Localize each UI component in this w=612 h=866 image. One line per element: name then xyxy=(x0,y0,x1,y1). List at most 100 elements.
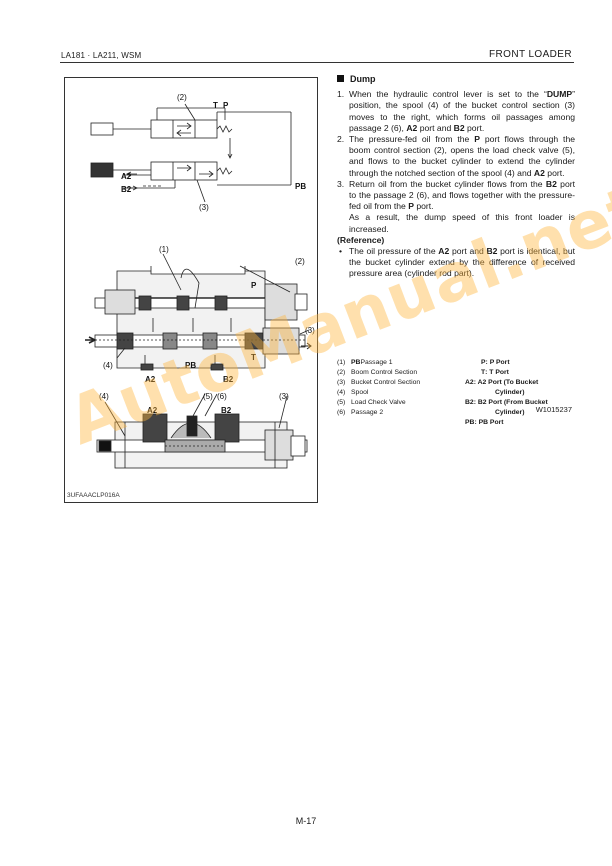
hydraulic-diagram-figure: (2) T P A2 B2 PB (3) xyxy=(64,77,318,503)
figure-code: 3UFAAACLP016A xyxy=(67,492,120,499)
legend-port: A2 : A2 Port (To Bucket xyxy=(465,378,577,388)
schematic xyxy=(90,103,292,203)
step-2-number: 2. xyxy=(337,134,345,145)
step-1-text-b: ” position, the spool (4) of the bucket … xyxy=(349,89,575,133)
fig-label-a2-mid: A2 xyxy=(145,375,156,384)
document-code: W1015237 xyxy=(535,405,572,414)
step-3-number: 3. xyxy=(337,178,345,189)
fig-label-3-mid: (3) xyxy=(305,326,315,335)
fig-label-t: T xyxy=(213,101,218,110)
fig-label-b2-bottom: B2 xyxy=(221,406,232,415)
bullet-icon: • xyxy=(339,246,343,257)
legend-text: Passage 1 xyxy=(360,359,393,366)
legend-port-cont: Cylinder) xyxy=(465,388,577,398)
step-3-text-c: port. xyxy=(413,201,434,212)
fig-label-2-mid: (2) xyxy=(295,257,305,266)
fig-label-t-mid: T xyxy=(251,353,256,362)
port-key: A2 xyxy=(465,379,474,386)
legend-item: (2) Boom Control Section xyxy=(337,368,465,378)
legend-num: (4) xyxy=(337,389,346,396)
step-2-p: P xyxy=(474,134,480,145)
legend-text: Spool xyxy=(351,389,369,396)
legend-num: (5) xyxy=(337,399,346,406)
port-key: PB xyxy=(465,419,475,426)
legend-port: PB : PB Port xyxy=(465,418,577,428)
legend-text: Bucket Control Section xyxy=(351,379,421,386)
legend-ports: P : P Port T : T Port A2 : A2 Port (To B… xyxy=(465,358,577,428)
fig-label-3-top: (3) xyxy=(199,203,209,212)
step-1-text-a: When the hydraulic control lever is set … xyxy=(349,89,547,100)
legend-text: Passage 2 xyxy=(351,409,384,416)
step-2: 2. The pressure-fed oil from the P port … xyxy=(337,134,575,179)
port-text: : A2 Port (To Bucket xyxy=(473,379,539,386)
legend-port: T : T Port xyxy=(465,368,577,378)
legend-text: Boom Control Section xyxy=(351,369,418,376)
step-2-text-a: The pressure-fed oil from the xyxy=(349,134,475,145)
square-bullet-icon xyxy=(337,75,344,82)
header-section-title: FRONT LOADER xyxy=(489,49,572,60)
legend-item: (4) Spool xyxy=(337,388,465,398)
fig-label-a2: A2 xyxy=(121,172,132,181)
step-3-text-b: port to the passage 2 (6), and flows tog… xyxy=(349,178,575,212)
legend-num: (2) xyxy=(337,369,346,376)
legend-port: B2 : B2 Port (From Bucket xyxy=(465,398,577,408)
fig-label-p-mid: P xyxy=(251,281,257,290)
legend-text: Load Check Valve xyxy=(351,399,406,406)
step-3-result: As a result, the dump speed of this fron… xyxy=(349,212,575,234)
fig-label-a2-bottom: A2 xyxy=(147,406,158,415)
fig-label-b2-mid: B2 xyxy=(223,375,234,384)
step-3: 3. Return oil from the bucket cylinder f… xyxy=(337,179,575,235)
fig-label-5-bottom: (5) xyxy=(203,392,213,401)
step-1-b2: B2 xyxy=(453,122,465,133)
ref-b2: B2 xyxy=(486,246,498,257)
step-1-text-d: port. xyxy=(464,122,485,133)
step-1-number: 1. xyxy=(337,89,345,100)
fig-label-b2: B2 xyxy=(121,185,132,194)
dump-section: Dump 1. When the hydraulic control lever… xyxy=(337,74,575,280)
port-text: Cylinder) xyxy=(495,409,525,416)
reference-title: (Reference) xyxy=(337,234,385,245)
cross-section-middle xyxy=(85,253,312,371)
legend-item: (5) Load Check Valve xyxy=(337,398,465,408)
reference-note: • The oil pressure of the A2 port and B2… xyxy=(337,246,575,280)
step-3-p: P xyxy=(408,201,414,212)
section-title: Dump xyxy=(337,74,575,85)
legend-item: (6) Passage 2 xyxy=(337,408,465,418)
legend-num: (3) xyxy=(337,379,346,386)
fig-label-2-top: (2) xyxy=(177,93,187,102)
cross-section-bottom xyxy=(96,393,308,469)
port-text: : B2 Port (From Bucket xyxy=(473,399,548,406)
ref-a2: A2 xyxy=(438,246,450,257)
hydraulic-diagram-drawing: (2) T P A2 B2 PB (3) xyxy=(85,93,315,469)
ref-text-c: port is identical, but the bucket cylind… xyxy=(349,246,575,279)
legend-port-cont: Cylinder) xyxy=(465,408,577,418)
port-text: : PB Port xyxy=(474,419,504,426)
page-number: M-17 xyxy=(295,816,317,826)
step-3-b2: B2 xyxy=(545,178,557,189)
port-text: : T Port xyxy=(485,369,509,376)
step-2-text-c: port. xyxy=(544,167,565,178)
step-1-dump: DUMP xyxy=(546,89,573,100)
port-text: : P Port xyxy=(485,359,510,366)
legend-key: PB xyxy=(351,359,361,366)
ref-text-a: The oil pressure of the xyxy=(349,246,439,257)
legend-item: (3) Bucket Control Section xyxy=(337,378,465,388)
step-1: 1. When the hydraulic control lever is s… xyxy=(337,89,575,134)
step-1-text-c: port and xyxy=(417,122,454,133)
ref-text-b: port and xyxy=(449,246,487,257)
fig-label-1-mid: (1) xyxy=(159,245,169,254)
section-title-text: Dump xyxy=(350,74,376,84)
port-key: B2 xyxy=(465,399,474,406)
step-1-a2: A2 xyxy=(406,122,418,133)
port-text: Cylinder) xyxy=(495,389,525,396)
fig-label-4-bottom: (4) xyxy=(99,392,109,401)
fig-label-p: P xyxy=(223,101,229,110)
port-key: P xyxy=(481,359,486,366)
step-2-a2: A2 xyxy=(533,167,545,178)
fig-label-6-bottom: (6) xyxy=(217,392,227,401)
legend-num: (6) xyxy=(337,409,346,416)
fig-label-4-mid: (4) xyxy=(103,361,113,370)
fig-label-pb: PB xyxy=(295,182,306,191)
port-key: T xyxy=(481,369,486,376)
fig-label-3-bottom: (3) xyxy=(279,392,289,401)
